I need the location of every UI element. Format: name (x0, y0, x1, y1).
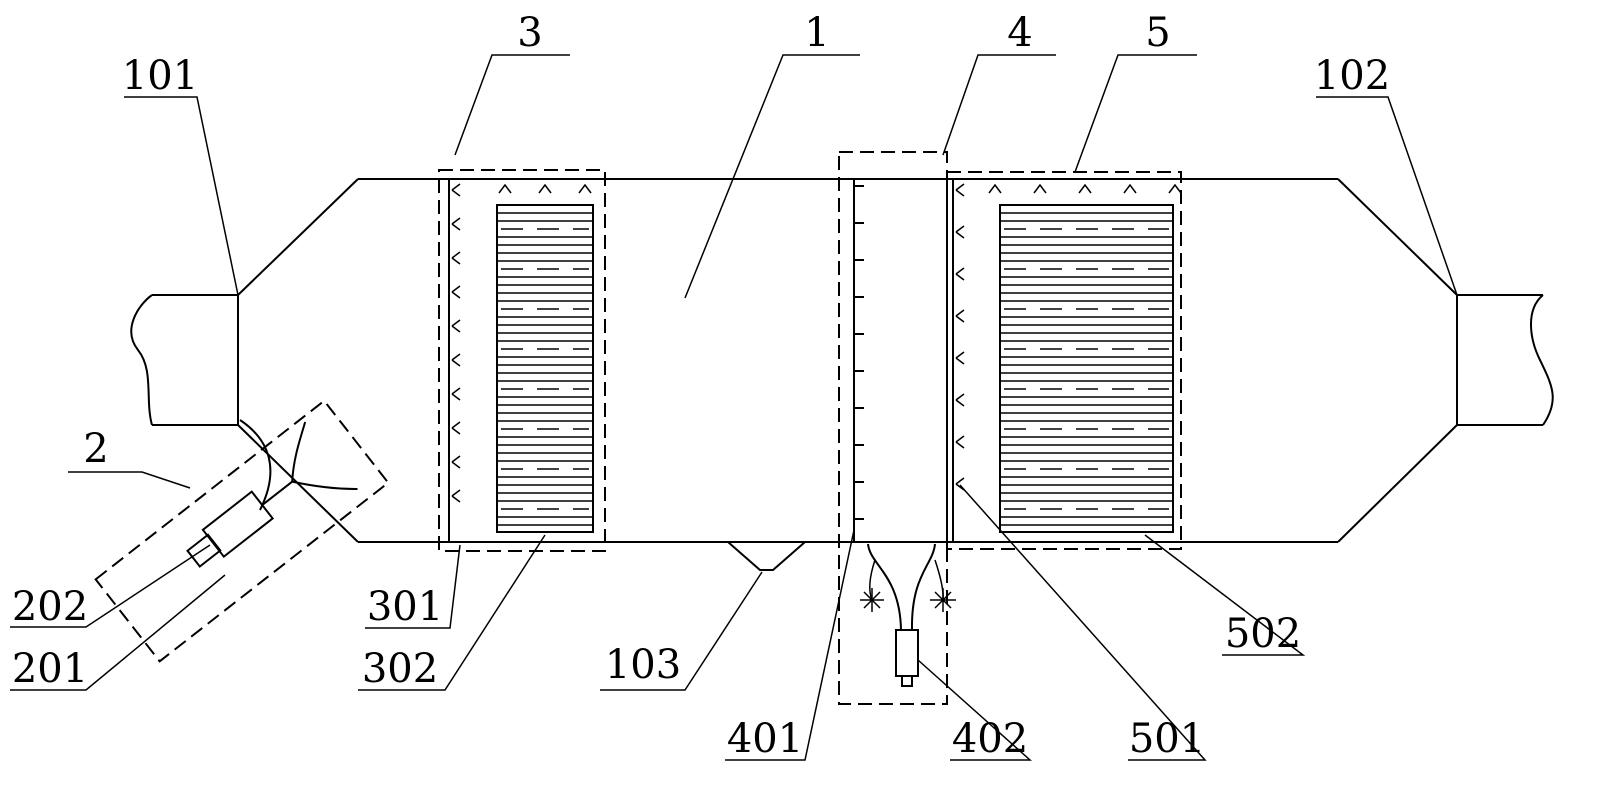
outlet-duct (1456, 294, 1554, 426)
spray-nozzle (955, 267, 965, 281)
spray-nozzle (451, 319, 461, 333)
spray-nozzle (451, 251, 461, 265)
label-101: 101 (122, 53, 198, 99)
label-501: 501 (1129, 716, 1205, 762)
label-302: 302 (362, 646, 438, 692)
spray-nozzles-501 (955, 183, 965, 491)
spray-nozzle (955, 351, 965, 365)
spray-nozzle (451, 217, 461, 231)
spray-nozzle (955, 309, 965, 323)
spray-nozzle (955, 435, 965, 449)
filter-media-502 (1000, 212, 1173, 526)
label-301: 301 (367, 584, 443, 630)
spray-nozzle (451, 421, 461, 435)
label-3: 3 (517, 10, 542, 56)
leader-lines (10, 54, 1458, 761)
label-202: 202 (12, 584, 88, 630)
spray-nozzle (498, 183, 512, 194)
spray-nozzle (955, 393, 965, 407)
filter-section-5 (946, 171, 1182, 550)
filter-section-3 (438, 169, 606, 552)
filter-media-302 (497, 212, 593, 526)
inlet-unit-2 (94, 399, 390, 663)
spray-nozzle (538, 183, 552, 194)
label-2: 2 (83, 426, 108, 472)
label-1: 1 (804, 10, 829, 56)
spray-nozzle (1078, 183, 1092, 194)
spray-nozzle (451, 489, 461, 503)
inlet-duct (130, 294, 239, 426)
spray-nozzles-301 (451, 183, 461, 503)
spray-nozzle (578, 183, 592, 194)
spray-nozzle (451, 285, 461, 299)
main-housing (237, 178, 1458, 543)
spray-nozzle (451, 387, 461, 401)
label-103: 103 (605, 642, 681, 688)
part-labels: 1 2 3 4 5 101 102 103 201 202 301 302 40… (12, 10, 1390, 762)
spray-nozzle (451, 183, 461, 197)
spray-nozzle (955, 225, 965, 239)
spray-nozzle (1033, 183, 1047, 194)
circulation-pump-402 (854, 541, 956, 687)
label-401: 401 (727, 716, 803, 762)
spray-nozzles-top-5 (988, 183, 1182, 194)
spray-nozzle (1123, 183, 1137, 194)
inlet-unit-hose (239, 419, 272, 511)
spray-nozzle (955, 183, 965, 197)
spray-nozzles-top-3 (498, 183, 592, 194)
spray-nozzle (451, 353, 461, 367)
label-502: 502 (1225, 611, 1301, 657)
label-201: 201 (12, 646, 88, 692)
spray-nozzles-401 (854, 185, 864, 520)
spray-section-4 (838, 151, 956, 705)
label-4: 4 (1007, 10, 1032, 56)
label-102: 102 (1314, 53, 1390, 99)
drain-hopper (727, 541, 806, 571)
spray-nozzle (451, 455, 461, 469)
spray-nozzle (988, 183, 1002, 194)
spray-nozzle (1168, 183, 1182, 194)
label-402: 402 (952, 716, 1028, 762)
label-5: 5 (1145, 10, 1170, 56)
